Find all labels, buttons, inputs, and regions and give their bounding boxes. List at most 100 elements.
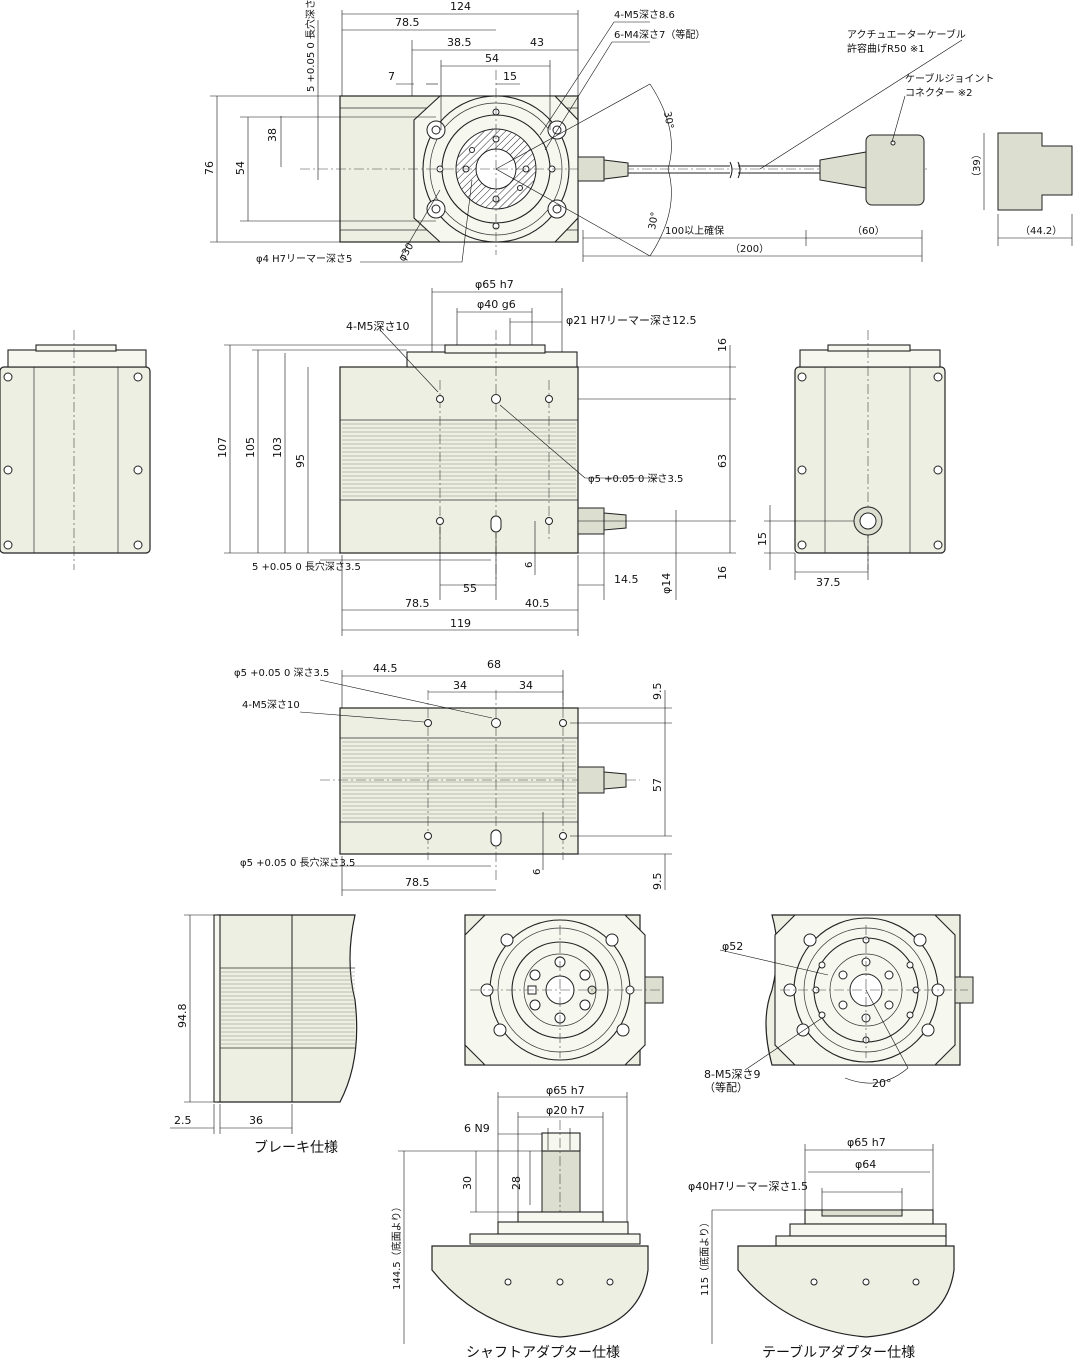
dim-16-top: 16 xyxy=(716,338,729,352)
label-m5-table: 8-M5深さ9 xyxy=(704,1068,760,1081)
dim-63: 63 xyxy=(716,454,729,468)
dim-34-left: 34 xyxy=(453,679,467,692)
dim-144-5: 144.5（底面より） xyxy=(390,1202,403,1290)
dim-94-8: 94.8 xyxy=(176,1004,189,1029)
top-cable xyxy=(628,165,820,174)
dim-124: 124 xyxy=(450,0,471,13)
bottom-view: φ5 +0.05 0 深さ3.5 4-M5深さ10 44.5 68 34 34 … xyxy=(234,658,672,896)
dim-15: 15 xyxy=(503,70,517,83)
label-pin-bottom: φ5 +0.05 0 深さ3.5 xyxy=(234,667,329,679)
dim-78-5-bottom: 78.5 xyxy=(405,876,430,889)
top-dimension-texts: 124 78.5 38.5 43 54 15 7 38 54 76 5 +0.0… xyxy=(203,0,1062,265)
dim-44-2: （44.2） xyxy=(1020,225,1062,237)
dim-55: 55 xyxy=(463,582,477,595)
dim-200: （200） xyxy=(730,243,769,255)
dim-40-5: 40.5 xyxy=(525,597,550,610)
dim-phi20: φ20 h7 xyxy=(546,1104,585,1117)
dim-68: 68 xyxy=(487,658,501,671)
dim-28: 28 xyxy=(510,1176,523,1190)
top-joint-end xyxy=(997,132,1073,211)
label-cable-2: 許容曲げR50 ※1 xyxy=(847,42,925,55)
front-fins xyxy=(342,423,576,497)
dim-57: 57 xyxy=(651,778,664,792)
dim-36-brake: 36 xyxy=(249,1114,263,1127)
dim-39: （39） xyxy=(971,149,983,182)
label-pin-hole: φ4 H7リーマー深さ5 xyxy=(256,253,352,265)
dim-107: 107 xyxy=(216,437,229,458)
dim-slot-top: 5 +0.05 0 長穴深さ5 xyxy=(304,0,317,92)
dim-44-5: 44.5 xyxy=(373,662,398,675)
dim-phi65-shaft: φ65 h7 xyxy=(546,1084,585,1097)
dim-phi30: φ30 xyxy=(397,241,416,263)
label-joint-2: コネクター ※2 xyxy=(905,87,973,99)
label-m5-table-equal: （等配） xyxy=(704,1080,748,1094)
caption-table: テーブルアダプター仕様 xyxy=(762,1344,915,1361)
angle-20: 20° xyxy=(872,1077,892,1090)
front-view: φ65 h7 φ40 g6 φ21 H7リーマー深さ12.5 4-M5深さ10 … xyxy=(216,278,736,636)
dim-38: 38 xyxy=(266,128,279,142)
table-adapter-top-view: φ52 8-M5深さ9 （等配） 20° xyxy=(704,914,974,1094)
dim-phi65-table: φ65 h7 xyxy=(847,1136,886,1149)
dim-phi40-front: φ40 g6 xyxy=(477,298,516,311)
dim-76: 76 xyxy=(203,161,216,175)
angle-30-top: 30° xyxy=(661,111,675,130)
label-cable-1: アクチュエーターケーブル xyxy=(847,28,966,41)
dim-9-5-bottom: 9.5 xyxy=(651,873,664,891)
dim-phi65-front: φ65 h7 xyxy=(475,278,514,291)
label-6n9: 6 N9 xyxy=(464,1122,490,1135)
table-adapter-side-view: φ65 h7 φ64 φ40H7リーマー深さ1.5 115（底面より） テーブル… xyxy=(688,1136,955,1361)
label-phi21: φ21 H7リーマー深さ12.5 xyxy=(566,314,697,327)
dim-54: 54 xyxy=(485,52,499,65)
label-m5-front: 4-M5深さ10 xyxy=(346,320,409,333)
label-slot-bottom: φ5 +0.05 0 長穴深さ3.5 xyxy=(240,856,355,869)
right-side-view: 15 37.5 xyxy=(756,330,946,589)
shaft-adapter-side-view: φ65 h7 φ20 h7 6 N9 30 28 144.5（底面より） シャフ… xyxy=(390,1084,649,1361)
dim-phi14: φ14 xyxy=(660,573,673,594)
bottom-fins xyxy=(342,741,576,819)
dim-14-5: 14.5 xyxy=(614,573,639,586)
top-bolt-holes xyxy=(426,120,567,219)
dim-60: （60） xyxy=(852,225,885,237)
dim-54v: 54 xyxy=(234,161,247,175)
dim-78-5-front: 78.5 xyxy=(405,597,430,610)
dim-phi64: φ64 xyxy=(855,1158,876,1171)
dim-37-5: 37.5 xyxy=(816,576,841,589)
label-m4-depth: 6-M4深さ7（等配） xyxy=(614,28,705,41)
shaft-adapter-top-view xyxy=(464,914,664,1066)
top-connector xyxy=(577,156,605,182)
dim-38-5: 38.5 xyxy=(447,36,472,49)
label-pin-front: φ5 +0.05 0 深さ3.5 xyxy=(588,473,683,485)
dim-95: 95 xyxy=(294,454,307,468)
dim-119: 119 xyxy=(450,617,471,630)
caption-shaft: シャフトアダプター仕様 xyxy=(466,1345,620,1361)
brake-fins xyxy=(220,971,355,1045)
label-joint-1: ケーブルジョイント xyxy=(905,72,994,85)
top-joint-connector xyxy=(865,134,925,206)
label-m5-depth: 4-M5深さ8.6 xyxy=(614,9,675,21)
label-m5-bottom: 4-M5深さ10 xyxy=(242,699,300,711)
left-side-view xyxy=(0,330,151,570)
dim-100: 100以上確保 xyxy=(665,224,724,237)
dim-115: 115（底面より） xyxy=(698,1217,711,1296)
dim-16-bottom: 16 xyxy=(716,566,729,580)
dim-9-5-top: 9.5 xyxy=(651,683,664,701)
dim-30-shaft: 30 xyxy=(461,1176,474,1190)
dim-7: 7 xyxy=(388,70,395,83)
dim-phi52: φ52 xyxy=(722,940,743,953)
label-slot-front: 5 +0.05 0 長穴深さ3.5 xyxy=(252,560,361,573)
dim-15-side: 15 xyxy=(756,532,769,546)
label-phi40-table: φ40H7リーマー深さ1.5 xyxy=(688,1180,808,1193)
brake-view: 94.8 2.5 36 ブレーキ仕様 xyxy=(170,914,358,1156)
dim-34-right: 34 xyxy=(519,679,533,692)
bottom-dimension-texts: φ5 +0.05 0 深さ3.5 4-M5深さ10 44.5 68 34 34 … xyxy=(234,658,664,890)
dim-105: 105 xyxy=(244,437,257,458)
dim-103: 103 xyxy=(271,437,284,458)
dim-78-5: 78.5 xyxy=(395,16,420,29)
dim-6-bottom: 6 xyxy=(532,869,543,875)
angle-30-bottom: 30° xyxy=(647,211,661,230)
front-dimension-texts: φ65 h7 φ40 g6 φ21 H7リーマー深さ12.5 4-M5深さ10 … xyxy=(216,278,729,630)
dim-43: 43 xyxy=(530,36,544,49)
caption-brake: ブレーキ仕様 xyxy=(254,1139,338,1156)
top-view: 124 78.5 38.5 43 54 15 7 38 54 76 5 +0.0… xyxy=(203,0,1073,265)
